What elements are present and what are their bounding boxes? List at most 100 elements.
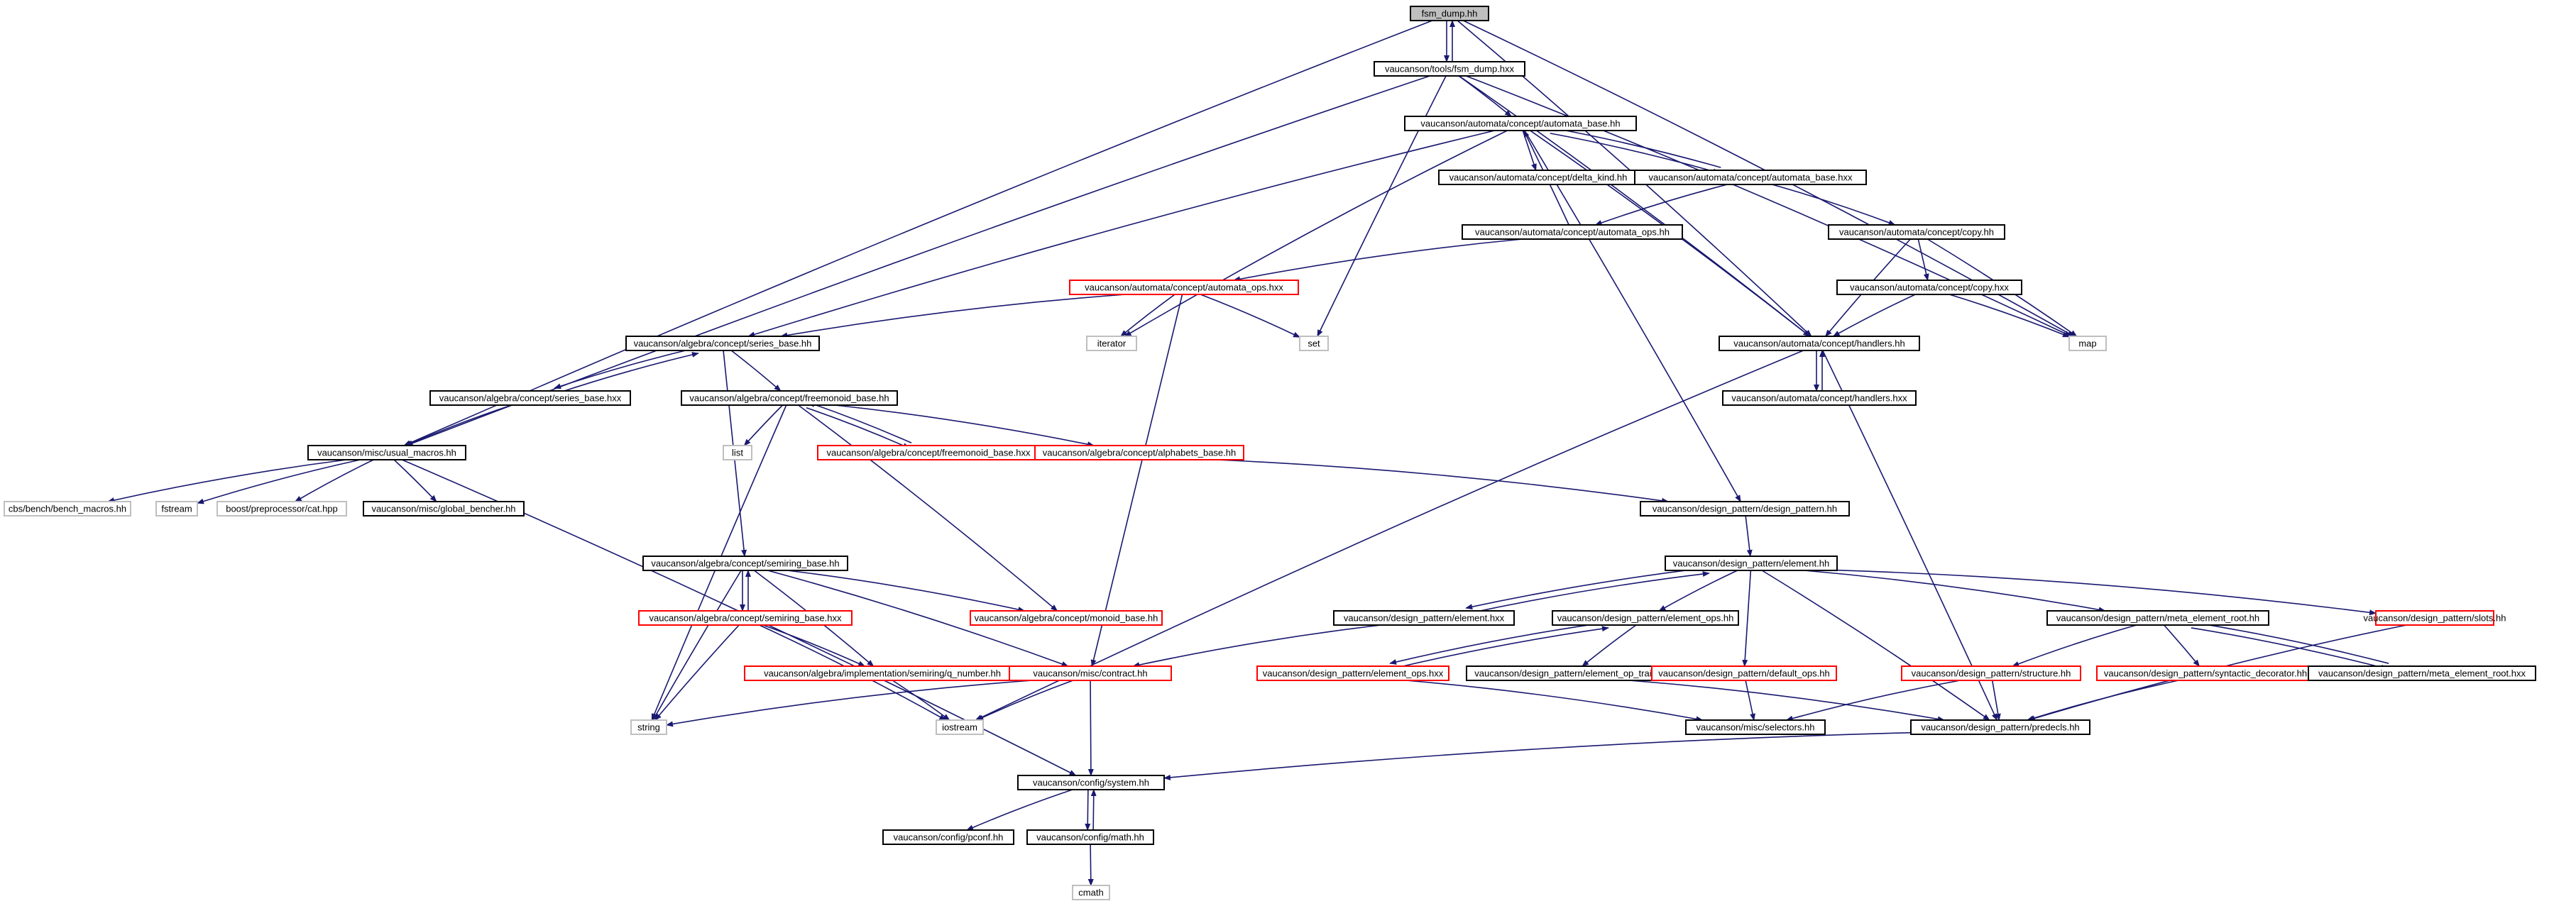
node-box	[1665, 556, 1838, 571]
node-box	[1828, 224, 2005, 240]
edge-freemonoid-base-hxx-to-freemonoid-base-hh	[807, 402, 912, 444]
node-label: vaucanson/misc/contract.hh	[1033, 668, 1147, 679]
node-global-bencher-hh[interactable]: vaucanson/misc/global_bencher.hh	[363, 501, 525, 516]
node-fsm-dump-hxx[interactable]: vaucanson/tools/fsm_dump.hxx	[1374, 61, 1525, 77]
node-pconf-hh[interactable]: vaucanson/config/pconf.hh	[882, 829, 1014, 845]
node-delta-kind-hh[interactable]: vaucanson/automata/concept/delta_kind.hh	[1438, 170, 1638, 185]
edge-fsm-dump-hxx-to-automata-base-hh	[1458, 75, 1512, 117]
node-automata-ops-hh[interactable]: vaucanson/automata/concept/automata_ops.…	[1462, 224, 1683, 240]
node-element-hh[interactable]: vaucanson/design_pattern/element.hh	[1665, 556, 1838, 571]
edge-element-ops-hxx-to-selectors-hh	[1405, 680, 1704, 722]
node-box	[1299, 336, 1329, 351]
edge-contract-hh-to-iostream	[976, 680, 1074, 721]
node-iostream[interactable]: iostream	[936, 719, 984, 735]
edge-automata-ops-hh-to-automata-ops-hxx	[1233, 238, 1523, 282]
node-label: iostream	[942, 722, 977, 733]
node-meta-element-root-hxx[interactable]: vaucanson/design_pattern/meta_element_ro…	[2308, 665, 2536, 681]
node-handlers-hh[interactable]: vaucanson/automata/concept/handlers.hh	[1719, 336, 1920, 351]
edge-fsm-dump-hxx-to-set	[1317, 75, 1447, 337]
node-fstream[interactable]: fstream	[155, 501, 198, 516]
edge-copy-hxx-to-map	[1949, 294, 2070, 338]
node-label: vaucanson/algebra/concept/freemonoid_bas…	[689, 393, 889, 404]
node-box	[630, 719, 667, 735]
edge-element-hxx-to-contract-hh	[1132, 624, 1381, 668]
node-element-hxx[interactable]: vaucanson/design_pattern/element.hxx	[1333, 610, 1515, 626]
node-label: vaucanson/automata/concept/delta_kind.hh	[1449, 172, 1628, 183]
edge-automata-base-hh-to-iterator	[1124, 130, 1508, 337]
edge-series-base-hh-to-series-base-hxx	[554, 347, 697, 390]
node-element-ops-hxx[interactable]: vaucanson/design_pattern/element_ops.hxx	[1256, 665, 1449, 681]
node-automata-base-hxx[interactable]: vaucanson/automata/concept/automata_base…	[1634, 170, 1867, 185]
node-element-ops-hh[interactable]: vaucanson/design_pattern/element_ops.hh	[1552, 610, 1739, 626]
node-cat-hpp[interactable]: boost/preprocessor/cat.hpp	[217, 501, 347, 516]
node-bench-macros-hh[interactable]: cbs/bench/bench_macros.hh	[4, 501, 131, 516]
node-slots-hh[interactable]: vaucanson/design_pattern/slots.hh	[2364, 610, 2506, 626]
node-set[interactable]: set	[1299, 336, 1329, 351]
node-meta-element-root-hh[interactable]: vaucanson/design_pattern/meta_element_ro…	[2046, 610, 2269, 626]
node-selectors-hh[interactable]: vaucanson/misc/selectors.hh	[1685, 719, 1826, 735]
node-math-hh[interactable]: vaucanson/config/math.hh	[1026, 829, 1154, 845]
node-string[interactable]: string	[630, 719, 667, 735]
node-map[interactable]: map	[2068, 336, 2107, 351]
node-label: set	[1308, 338, 1320, 349]
node-iterator[interactable]: iterator	[1086, 336, 1137, 351]
node-box	[681, 390, 898, 406]
node-alphabets-base-hh[interactable]: vaucanson/algebra/concept/alphabets_base…	[1034, 445, 1244, 460]
node-box	[1640, 501, 1850, 516]
node-box	[429, 390, 631, 406]
edge-alphabets-base-hh-to-design-pattern-hh	[1215, 459, 1670, 504]
node-q-number-hh[interactable]: vaucanson/algebra/implementation/semirin…	[744, 665, 1021, 681]
node-predecls-hh[interactable]: vaucanson/design_pattern/predecls.hh	[1910, 719, 2090, 735]
edge-element-ops-hh-to-element-op-traits-hh	[1582, 624, 1637, 667]
node-series-base-hh[interactable]: vaucanson/algebra/concept/series_base.hh	[625, 336, 820, 351]
node-design-pattern-hh[interactable]: vaucanson/design_pattern/design_pattern.…	[1640, 501, 1850, 516]
node-syntactic-decorator-hh[interactable]: vaucanson/design_pattern/syntactic_decor…	[2096, 665, 2315, 681]
edge-automata-base-hxx-to-automata-base-hh	[1550, 126, 1721, 168]
node-series-base-hxx[interactable]: vaucanson/algebra/concept/series_base.hx…	[429, 390, 631, 406]
node-label: vaucanson/design_pattern/meta_element_ro…	[2318, 668, 2526, 679]
node-box	[1072, 885, 1110, 900]
edge-element-hh-to-element-ops-hh	[1658, 570, 1738, 612]
edge-fsm-dump-hxx-to-handlers-hh	[1459, 75, 1811, 337]
node-box	[1017, 775, 1165, 790]
node-fsm-dump-hh[interactable]: fsm_dump.hh	[1410, 6, 1489, 21]
node-box	[217, 501, 347, 516]
node-freemonoid-base-hxx[interactable]: vaucanson/algebra/concept/freemonoid_bas…	[817, 445, 1040, 460]
node-box	[1410, 6, 1489, 21]
node-cmath[interactable]: cmath	[1072, 885, 1110, 900]
edge-system-hh-to-pconf-hh	[966, 789, 1073, 831]
node-list[interactable]: list	[723, 445, 752, 460]
edge-automata-base-hh-to-design-pattern-hh	[1524, 130, 1741, 502]
node-label: vaucanson/automata/concept/automata_base…	[1420, 118, 1620, 129]
node-contract-hh[interactable]: vaucanson/misc/contract.hh	[1009, 665, 1172, 681]
node-box	[1069, 280, 1299, 295]
edge-automata-base-hh-to-series-base-hh	[747, 130, 1495, 338]
node-label: vaucanson/design_pattern/slots.hh	[2364, 613, 2506, 624]
edge-freemonoid-base-hh-to-list	[743, 404, 784, 446]
node-system-hh[interactable]: vaucanson/config/system.hh	[1017, 775, 1165, 790]
node-label: vaucanson/algebra/concept/series_base.hx…	[439, 393, 622, 404]
node-label: vaucanson/automata/concept/copy.hh	[1839, 227, 1994, 238]
node-copy-hh[interactable]: vaucanson/automata/concept/copy.hh	[1828, 224, 2005, 240]
node-freemonoid-base-hh[interactable]: vaucanson/algebra/concept/freemonoid_bas…	[681, 390, 898, 406]
node-label: vaucanson/design_pattern/element_op_trai…	[1474, 668, 1672, 679]
node-label: vaucanson/automata/concept/automata_ops.…	[1475, 227, 1670, 238]
edge-usual-macros-hh-to-global-bencher-hh	[393, 459, 437, 502]
node-semiring-base-hh[interactable]: vaucanson/algebra/concept/semiring_base.…	[642, 556, 848, 571]
node-automata-base-hh[interactable]: vaucanson/automata/concept/automata_base…	[1404, 116, 1637, 131]
node-copy-hxx[interactable]: vaucanson/automata/concept/copy.hxx	[1836, 280, 2022, 295]
node-box	[155, 501, 198, 516]
node-element-op-traits-hh[interactable]: vaucanson/design_pattern/element_op_trai…	[1466, 665, 1680, 681]
node-structure-hh[interactable]: vaucanson/design_pattern/structure.hh	[1901, 665, 2081, 681]
node-label: vaucanson/design_pattern/predecls.hh	[1921, 722, 2079, 733]
node-default-ops-hh[interactable]: vaucanson/design_pattern/default_ops.hh	[1651, 665, 1837, 681]
node-label: iterator	[1097, 338, 1127, 349]
node-automata-ops-hxx[interactable]: vaucanson/automata/concept/automata_ops.…	[1069, 280, 1299, 295]
node-handlers-hxx[interactable]: vaucanson/automata/concept/handlers.hxx	[1722, 390, 1917, 406]
edge-usual-macros-hh-to-fstream	[197, 459, 361, 504]
node-label: vaucanson/algebra/concept/series_base.hh	[634, 338, 812, 349]
edge-structure-hh-to-selectors-hh	[1785, 680, 1961, 722]
node-usual-macros-hh[interactable]: vaucanson/misc/usual_macros.hh	[307, 445, 466, 460]
node-monoid-base-hh[interactable]: vaucanson/algebra/concept/monoid_base.hh	[970, 610, 1163, 626]
node-semiring-base-hxx[interactable]: vaucanson/algebra/concept/semiring_base.…	[638, 610, 853, 626]
